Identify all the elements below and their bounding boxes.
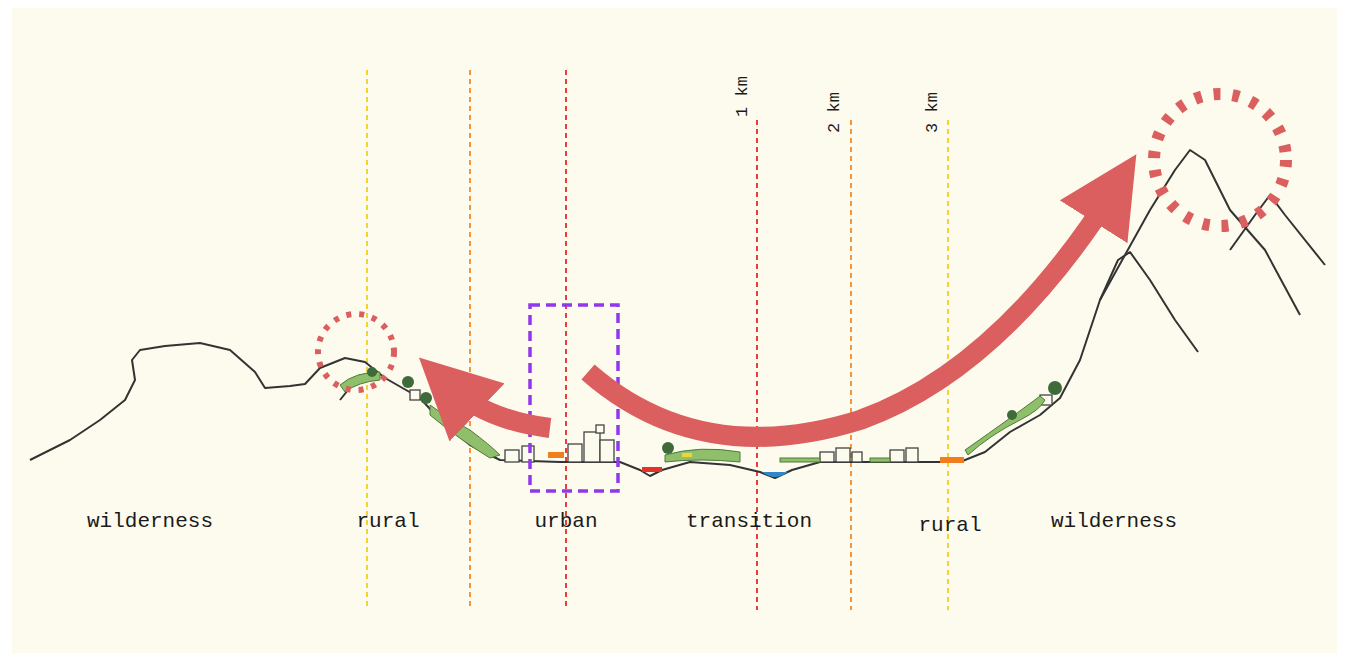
zone-label: rural <box>356 510 419 533</box>
zone-label: wilderness <box>1051 510 1177 533</box>
distance-mark: 2 km <box>825 92 844 133</box>
zone-label: transition <box>686 510 812 533</box>
zone-label: wilderness <box>87 510 213 533</box>
paper-ground <box>12 8 1337 653</box>
distance-mark: 3 km <box>923 92 942 133</box>
zone-label: rural <box>918 514 981 537</box>
zone-label: urban <box>534 510 597 533</box>
distance-mark: 1 km <box>733 76 752 117</box>
